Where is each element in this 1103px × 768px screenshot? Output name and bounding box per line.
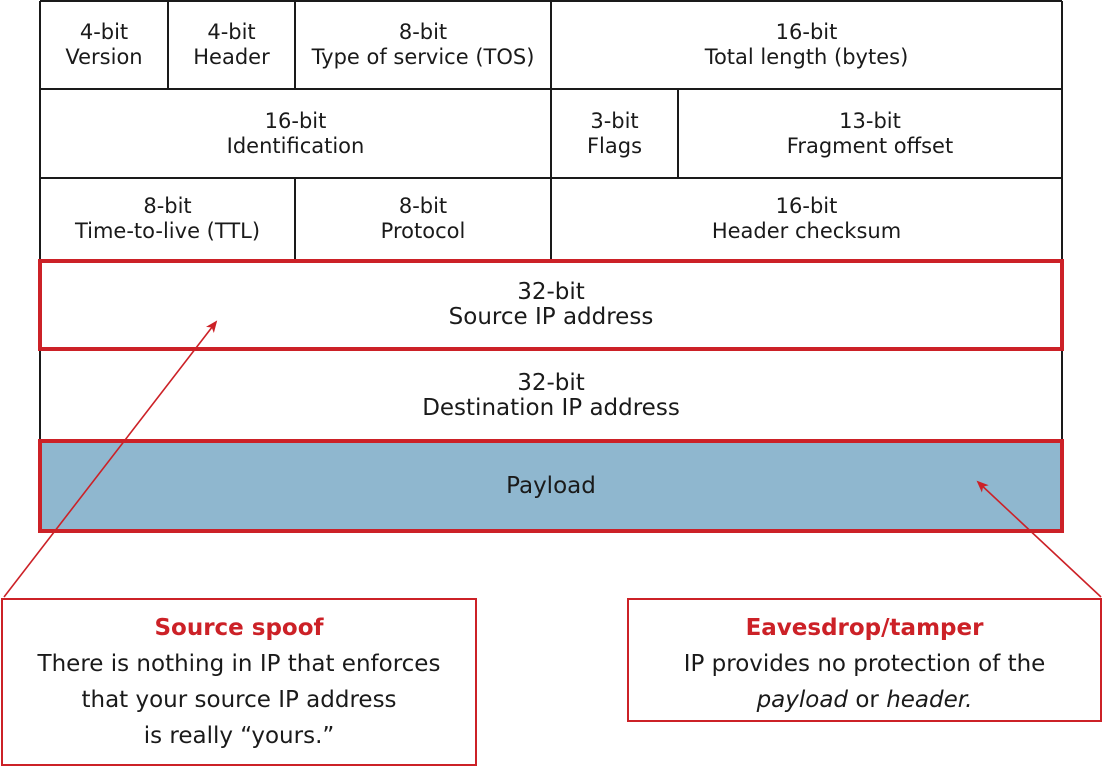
field-identification: 16-bit Identification <box>40 89 551 178</box>
field-identification-bits: 16-bit <box>264 108 327 133</box>
field-total-length-name: Total length (bytes) <box>704 45 909 69</box>
payload-fill <box>40 441 1062 530</box>
eavesdrop-header-em: header. <box>886 687 973 713</box>
eavesdrop-line-1: IP provides no protection of the <box>683 651 1046 677</box>
eavesdrop-callout: Eavesdrop/tamper IP provides no protecti… <box>627 598 1102 722</box>
field-source-ip-name: Source IP address <box>448 304 654 330</box>
field-protocol-name: Protocol <box>380 218 466 243</box>
eavesdrop-arrow <box>976 480 1102 598</box>
source-ip-highlight <box>38 259 1064 351</box>
field-flags-name: Flags <box>586 133 643 158</box>
field-fragment-offset: 13-bit Fragment offset <box>678 89 1062 178</box>
field-checksum-bits: 16-bit <box>775 193 838 218</box>
field-flags: 3-bit Flags <box>551 89 678 178</box>
eavesdrop-payload-em: payload <box>756 687 849 713</box>
field-checksum-name: Header checksum <box>711 218 902 243</box>
field-ttl: 8-bit Time-to-live (TTL) <box>40 178 295 259</box>
field-total-length: 16-bit Total length (bytes) <box>551 1 1062 89</box>
field-destination-ip-name: Destination IP address <box>422 395 680 421</box>
source-spoof-arrow <box>3 320 218 598</box>
field-fragment-offset-bits: 13-bit <box>839 108 901 133</box>
field-source-ip-bits: 32-bit <box>517 279 585 305</box>
field-total-length-bits: 16-bit <box>775 20 838 44</box>
eavesdrop-title: Eavesdrop/tamper <box>745 615 984 641</box>
field-header-checksum: 16-bit Header checksum <box>551 178 1062 259</box>
payload-highlight <box>38 439 1064 533</box>
field-identification-name: Identification <box>226 133 365 158</box>
field-destination-ip: 32-bit Destination IP address <box>40 351 1062 441</box>
field-payload-label: Payload <box>506 472 596 499</box>
field-ttl-bits: 8-bit <box>143 193 192 218</box>
source-spoof-line-2: that your source IP address <box>81 687 397 713</box>
field-payload: Payload <box>42 443 1060 529</box>
field-version: 4-bit Version <box>40 1 168 89</box>
eavesdrop-line-2: payload or header. <box>629 682 1100 718</box>
field-header-length-bits: 4-bit <box>207 20 256 44</box>
field-destination-ip-bits: 32-bit <box>517 370 585 396</box>
source-spoof-callout: Source spoof There is nothing in IP that… <box>1 598 477 766</box>
field-source-ip: 32-bit Source IP address <box>42 263 1060 347</box>
source-spoof-title: Source spoof <box>154 615 324 641</box>
field-ttl-name: Time-to-live (TTL) <box>74 218 261 243</box>
field-type-of-service: 8-bit Type of service (TOS) <box>295 1 551 89</box>
field-protocol: 8-bit Protocol <box>295 178 551 259</box>
field-flags-bits: 3-bit <box>590 108 639 133</box>
source-spoof-line-3: is really “yours.” <box>143 723 335 749</box>
field-header-length-name: Header <box>193 45 270 69</box>
field-version-bits: 4-bit <box>79 20 129 44</box>
field-protocol-bits: 8-bit <box>398 193 448 218</box>
field-tos-bits: 8-bit <box>398 20 448 44</box>
source-spoof-line-1: There is nothing in IP that enforces <box>37 651 441 677</box>
field-tos-name: Type of service (TOS) <box>311 45 535 69</box>
eavesdrop-or-text: or <box>848 687 887 713</box>
field-header-length: 4-bit Header <box>168 1 295 89</box>
field-version-name: Version <box>65 45 143 69</box>
field-fragment-offset-name: Fragment offset <box>786 133 954 158</box>
